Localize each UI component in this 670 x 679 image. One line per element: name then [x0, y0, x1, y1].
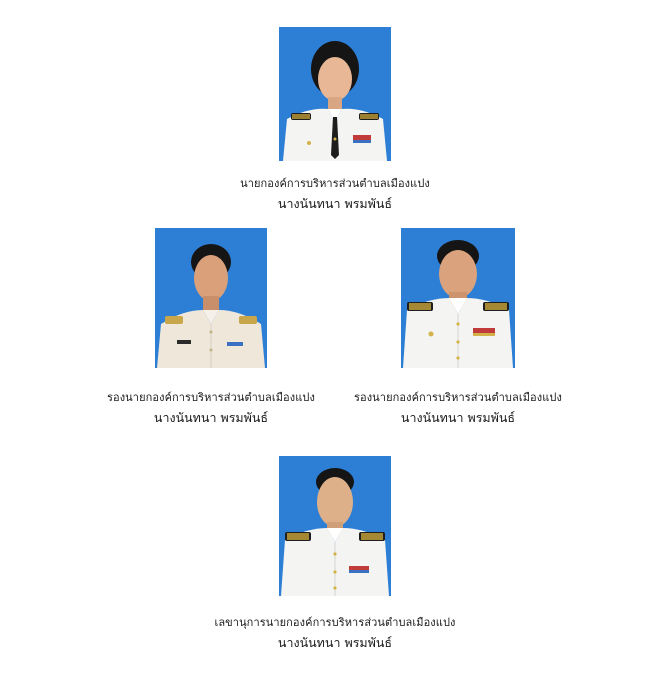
position-title: เลขานุการนายกองค์การบริหารส่วนตำบลเมืองแ…: [214, 616, 456, 629]
person-name: นางนันทนา พรมพันธ์: [153, 410, 269, 425]
position-title: รองนายกองค์การบริหารส่วนตำบลเมืองแปง: [354, 391, 562, 404]
portrait-photo-secretary: [279, 456, 391, 596]
person-card-deputy-2: รองนายกองค์การบริหารส่วนตำบลเมืองแปง นาง…: [347, 228, 569, 426]
portrait-photo-deputy-1: [155, 228, 267, 368]
person-name: นางนันทนา พรมพันธ์: [277, 635, 393, 650]
person-name: นางนันทนา พรมพันธ์: [277, 196, 393, 211]
position-title: รองนายกองค์การบริหารส่วนตำบลเมืองแปง: [107, 391, 315, 404]
person-name: นางนันทนา พรมพันธ์: [400, 410, 516, 425]
position-title: นายกองค์การบริหารส่วนตำบลเมืองแปง: [240, 177, 430, 190]
person-card-deputy-1: รองนายกองค์การบริหารส่วนตำบลเมืองแปง นาง…: [100, 228, 322, 426]
person-card-secretary: เลขานุการนายกองค์การบริหารส่วนตำบลเมืองแ…: [185, 456, 485, 651]
portrait-photo-mayor: [279, 27, 391, 161]
portrait-photo-deputy-2: [401, 228, 515, 368]
person-card-mayor: นายกองค์การบริหารส่วนตำบลเมืองแปง นางนัน…: [185, 27, 485, 212]
